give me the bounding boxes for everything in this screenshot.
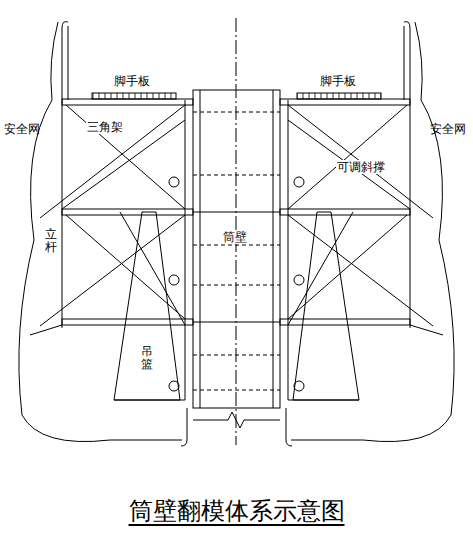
brace-label: 可调斜撑 bbox=[336, 160, 386, 174]
basket-label: 吊篮 bbox=[140, 345, 154, 371]
board-label: 脚手板 bbox=[320, 74, 356, 88]
net-label: 安全网 bbox=[4, 122, 40, 136]
pole-label: 立杆 bbox=[44, 228, 58, 254]
board-label: 脚手板 bbox=[114, 74, 150, 88]
net-label: 安全网 bbox=[430, 122, 466, 136]
bracket-label: 三角架 bbox=[86, 120, 124, 134]
figure-title: 筒壁翻模体系示意图 bbox=[129, 495, 345, 527]
wall-label: 筒壁 bbox=[222, 230, 248, 244]
